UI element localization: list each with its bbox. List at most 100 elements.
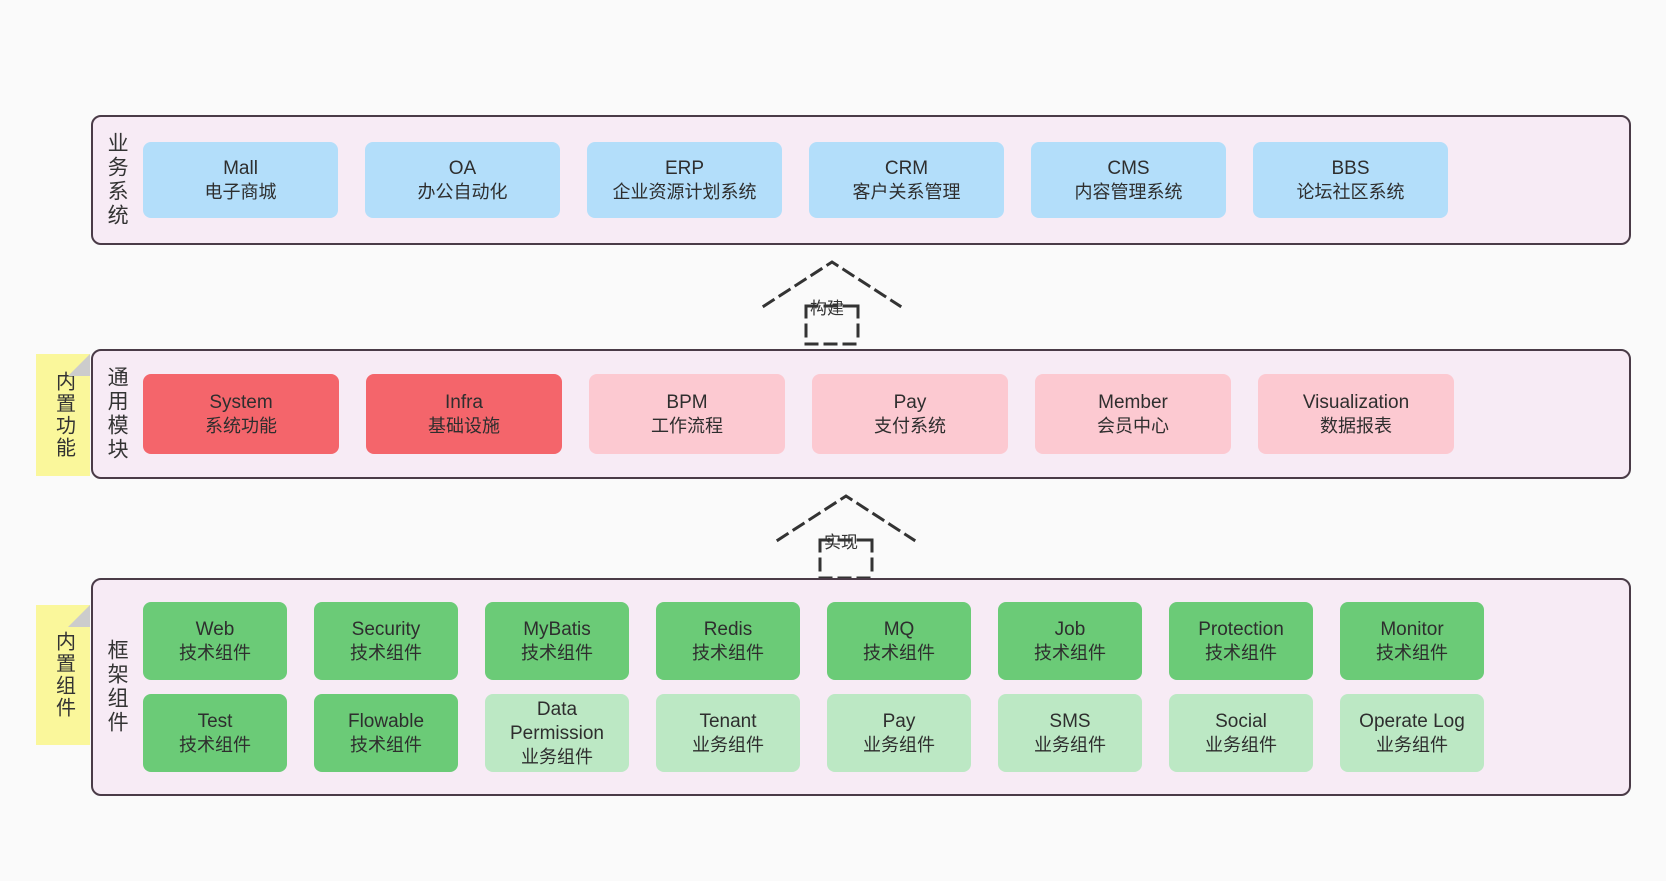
layer-title-framework: 框架组件 (105, 639, 129, 735)
note-builtin-components: 内置组件 (36, 605, 90, 745)
box-title-en: Infra (444, 391, 484, 413)
box-title-en: CMS (1107, 157, 1150, 179)
box-subtitle-cn: 会员中心 (1097, 415, 1169, 436)
box-title-en: Pay (882, 710, 916, 732)
box-subtitle-cn: 技术组件 (1034, 642, 1106, 663)
connector-implement: 实现 (775, 492, 917, 580)
box-title-en: Redis (703, 618, 753, 640)
box-subtitle-cn: 数据报表 (1320, 415, 1392, 436)
box-title-en: Visualization (1302, 391, 1410, 413)
box-title-en: Security (351, 618, 421, 640)
box-subtitle-cn: 业务组件 (521, 746, 593, 767)
box-title-en: MyBatis (523, 618, 591, 640)
connector-build-label: 构建 (810, 299, 844, 318)
box-title-en: BPM (666, 391, 708, 413)
box-subtitle-cn: 技术组件 (350, 734, 422, 755)
box-subtitle-cn: 办公自动化 (417, 181, 508, 202)
box-subtitle-cn: 技术组件 (1205, 642, 1277, 663)
box-subtitle-cn: 技术组件 (179, 642, 251, 663)
box-subtitle-cn: 技术组件 (863, 642, 935, 663)
box-subtitle-cn: 论坛社区系统 (1296, 181, 1405, 202)
box-subtitle-cn: 技术组件 (350, 642, 422, 663)
box-title-en: Mall (223, 157, 258, 179)
box-title-en: ERP (664, 157, 705, 179)
box-title-en: Test (197, 710, 233, 732)
box-title-en: MQ (883, 618, 915, 640)
box-subtitle-cn: 技术组件 (692, 642, 764, 663)
note-builtin-functions: 内置功能 (36, 354, 90, 476)
layer-title-common: 通用模块 (105, 366, 129, 462)
box-subtitle-cn: 内容管理系统 (1074, 181, 1183, 202)
box-title-en: Social (1215, 710, 1267, 732)
box-subtitle-cn: 企业资源计划系统 (612, 181, 757, 202)
box-subtitle-cn: 业务组件 (1376, 734, 1448, 755)
connector-build: 构建 (761, 258, 903, 346)
box-title-en: OA (448, 157, 477, 179)
box-subtitle-cn: 业务组件 (1205, 734, 1277, 755)
box-subtitle-cn: 系统功能 (205, 415, 277, 436)
box-title-en: Protection (1198, 618, 1284, 640)
box-subtitle-cn: 工作流程 (651, 415, 723, 436)
box-title-en: Operate Log (1359, 710, 1465, 732)
box-subtitle-cn: 业务组件 (863, 734, 935, 755)
box-title-en: Data Permission (510, 699, 604, 744)
layer-title-business: 业务系统 (105, 132, 129, 228)
box-title-en: System (209, 391, 273, 413)
box-subtitle-cn: 客户关系管理 (852, 181, 961, 202)
box-subtitle-cn: 技术组件 (1376, 642, 1448, 663)
box-title-en: CRM (884, 157, 929, 179)
box-title-en: SMS (1049, 710, 1091, 732)
box-subtitle-cn: 业务组件 (692, 734, 764, 755)
box-title-en: Flowable (347, 710, 425, 732)
box-title-en: Monitor (1380, 618, 1444, 640)
connector-build-arrow (761, 260, 903, 346)
connector-implement-label: 实现 (824, 533, 858, 552)
box-title-en: Tenant (699, 710, 757, 732)
box-subtitle-cn: 基础设施 (428, 415, 500, 436)
box-title-en: Pay (893, 391, 927, 413)
box-subtitle-cn: 技术组件 (179, 734, 251, 755)
box-subtitle-cn: 电子商城 (204, 181, 277, 202)
box-title-en: Web (195, 618, 235, 640)
connector-implement-arrow (775, 494, 917, 580)
box-subtitle-cn: 支付系统 (874, 415, 946, 436)
